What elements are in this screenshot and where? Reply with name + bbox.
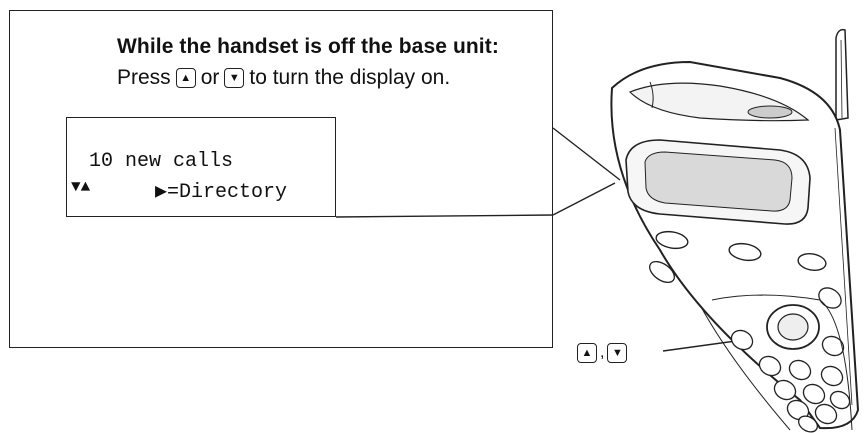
- scroll-arrows-icon: ▼▲: [71, 178, 91, 196]
- up-arrow-key-icon: ▲: [175, 68, 196, 88]
- instruction-rest: to turn the display on.: [249, 66, 451, 89]
- instruction-text: Press ▲ or ▼ to turn the display on.: [117, 66, 450, 90]
- handset-keys-label: ▲ , ▼: [577, 343, 628, 363]
- instruction-press-word: Press: [117, 66, 171, 89]
- lcd-display: 10 new calls ▼▲ ▶=Directory: [66, 117, 336, 217]
- lcd-line-2: ▼▲ ▶=Directory: [71, 178, 333, 270]
- instruction-or-word: or: [200, 66, 220, 89]
- lcd-line-1: 10 new calls: [89, 150, 234, 173]
- directory-indicator: ▶=Directory: [155, 181, 288, 204]
- down-arrow-key-icon: ▼: [607, 343, 628, 363]
- up-arrow-key-icon: ▲: [577, 343, 597, 363]
- down-arrow-key-icon: ▼: [224, 68, 245, 88]
- label-separator: ,: [600, 344, 605, 361]
- instruction-heading: While the handset is off the base unit:: [117, 35, 499, 58]
